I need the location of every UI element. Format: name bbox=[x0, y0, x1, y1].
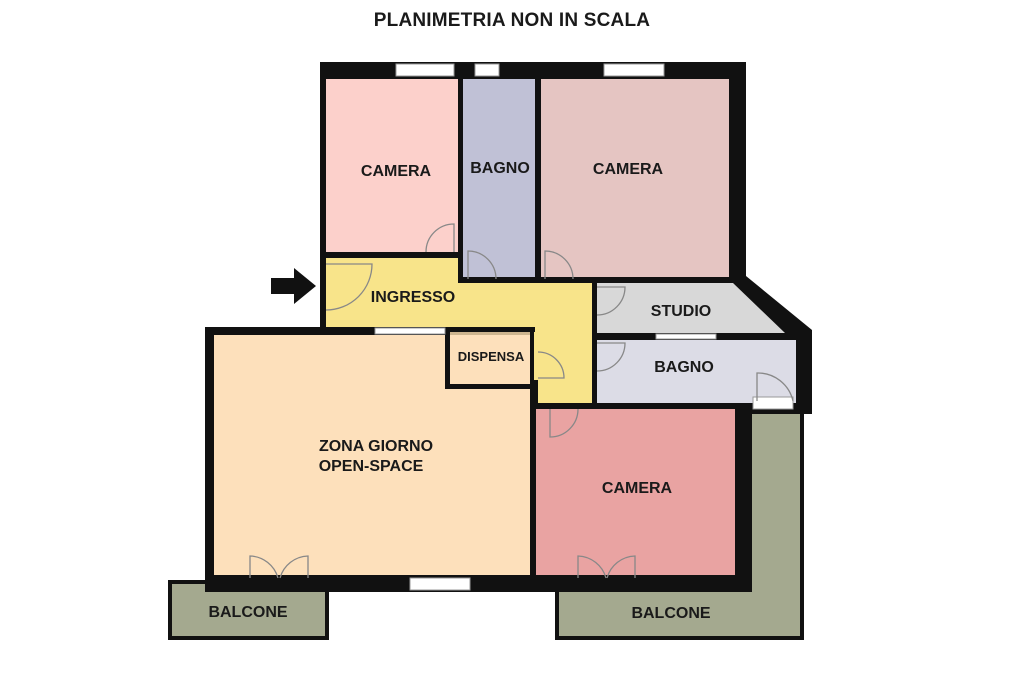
label-camera-top-left: CAMERA bbox=[361, 163, 432, 180]
label-balcone-left: BALCONE bbox=[208, 604, 287, 621]
label-dispensa: DISPENSA bbox=[458, 349, 525, 364]
arrow-right-icon bbox=[271, 268, 316, 304]
label-zona-giorno: ZONA GIORNO bbox=[319, 438, 433, 455]
room-ingresso bbox=[326, 258, 592, 403]
room-bagno-top bbox=[463, 79, 535, 277]
label-balcone-right: BALCONE bbox=[631, 605, 710, 622]
label-camera-bottom: CAMERA bbox=[602, 480, 673, 497]
label-studio: STUDIO bbox=[651, 303, 711, 320]
room-bagno-right bbox=[597, 340, 796, 403]
label-camera-top-right: CAMERA bbox=[593, 161, 664, 178]
room-zona-giorno bbox=[214, 335, 530, 575]
room-studio bbox=[597, 283, 785, 333]
room-camera-top-left bbox=[326, 79, 458, 252]
label-open-space: OPEN-SPACE bbox=[319, 458, 424, 475]
label-bagno-right: BAGNO bbox=[654, 359, 714, 376]
label-bagno-top: BAGNO bbox=[470, 160, 530, 177]
plan-title: PLANIMETRIA NON IN SCALA bbox=[373, 10, 651, 31]
windows bbox=[374, 63, 794, 591]
door-swings bbox=[249, 223, 794, 579]
room-camera-bottom bbox=[536, 409, 735, 575]
label-ingresso: INGRESSO bbox=[371, 289, 455, 306]
room-camera-top-right bbox=[541, 79, 729, 277]
